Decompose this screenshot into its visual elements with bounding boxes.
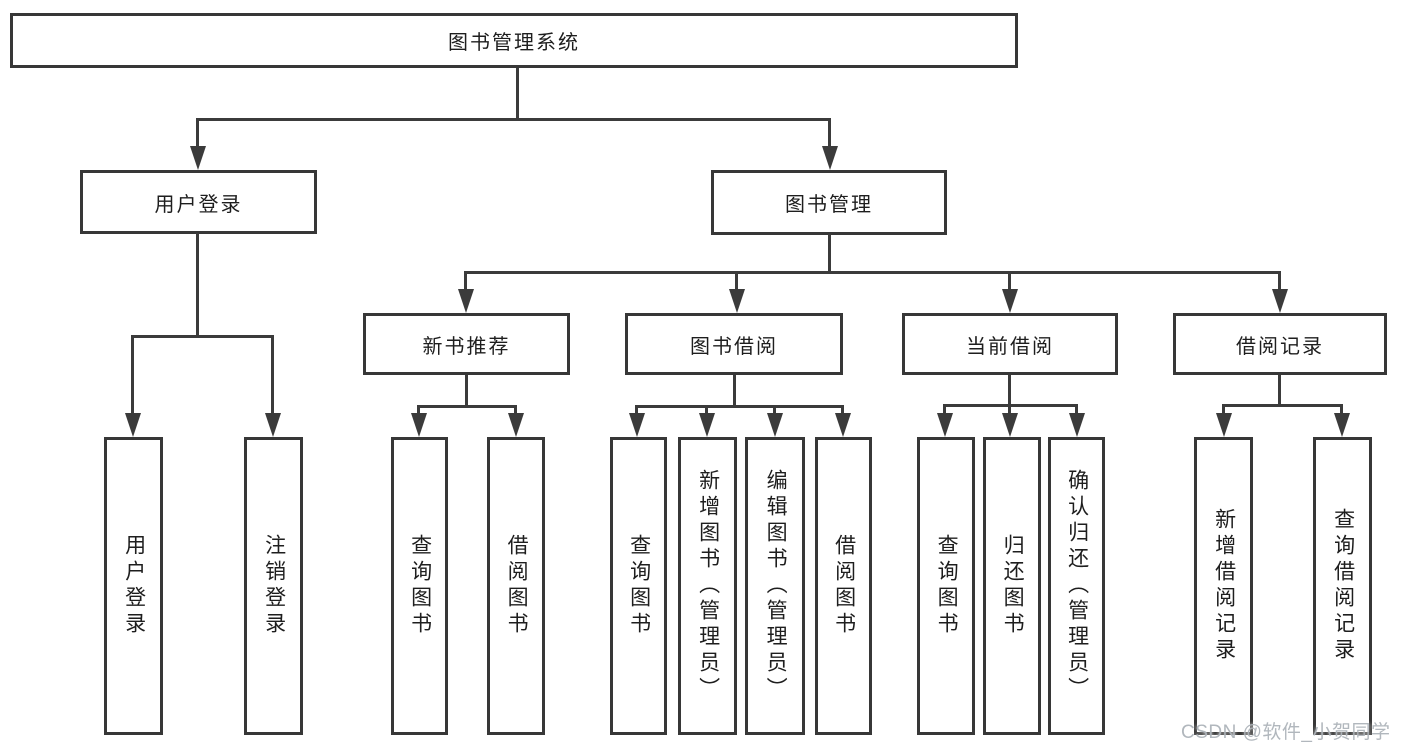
arrowhead-down (1002, 413, 1018, 437)
connector-shaft (417, 405, 420, 417)
connector-shaft (1222, 404, 1225, 417)
leaf-add-book-admin: 新增图书（管理员） (678, 437, 737, 735)
node-book-management: 图书管理 (711, 170, 947, 235)
node-user-login: 用户登录 (80, 170, 317, 234)
leaf-borrow-books-label: 借阅图书 (832, 534, 856, 638)
leaf-return-books: 归还图书 (983, 437, 1041, 735)
connector-records-bar (1222, 404, 1343, 407)
arrowhead-down (1272, 289, 1288, 313)
node-borrow-records: 借阅记录 (1173, 313, 1387, 375)
leaf-confirm-return-admin-label: 确认归还（管理员） (1065, 469, 1089, 703)
leaf-query-books-borrow-label: 查询图书 (627, 534, 651, 638)
connector-shaft (828, 118, 831, 148)
node-new-book-recommend-label: 新书推荐 (422, 335, 511, 358)
connector-recommend-stem (465, 375, 468, 408)
connector-shaft (1075, 404, 1078, 417)
connector-shaft (514, 405, 517, 417)
leaf-borrow-books: 借阅图书 (815, 437, 872, 735)
connector-shaft (1008, 271, 1011, 291)
leaf-confirm-return-admin: 确认归还（管理员） (1048, 437, 1105, 735)
arrowhead-down (1216, 413, 1232, 437)
leaf-edit-book-admin: 编辑图书（管理员） (745, 437, 805, 735)
connector-bookmgmt-stem (828, 234, 831, 274)
leaf-query-borrow-record-label: 查询借阅记录 (1331, 508, 1355, 664)
connector-userlogin-stem (196, 233, 199, 335)
leaf-query-books-current: 查询图书 (917, 437, 975, 735)
connector-shaft (841, 405, 844, 417)
node-book-management-label: 图书管理 (785, 194, 873, 216)
leaf-query-books-current-label: 查询图书 (935, 534, 959, 638)
node-book-borrow: 图书借阅 (625, 313, 843, 375)
connector-root-stem (516, 68, 519, 120)
node-new-book-recommend: 新书推荐 (363, 313, 570, 375)
arrowhead-down (508, 413, 524, 437)
connector-shaft (271, 335, 274, 415)
leaf-logout-label: 注销登录 (262, 534, 286, 638)
leaf-query-books-recommend: 查询图书 (391, 437, 448, 735)
leaf-query-books-recommend-label: 查询图书 (408, 534, 432, 638)
connector-borrow-bar (635, 405, 844, 408)
node-root-label: 图书管理系统 (448, 32, 580, 54)
connector-bookmgmt-bar (464, 271, 1281, 274)
connector-userlogin-bar (131, 335, 274, 338)
connector-shaft (1340, 404, 1343, 417)
connector-borrow-stem (733, 375, 736, 408)
arrowhead-down (458, 289, 474, 313)
leaf-add-borrow-record-label: 新增借阅记录 (1212, 508, 1236, 664)
connector-shaft (464, 271, 467, 291)
connector-shaft (635, 405, 638, 417)
node-book-borrow-label: 图书借阅 (690, 335, 778, 358)
connector-current-stem (1008, 375, 1011, 407)
arrowhead-down (822, 146, 838, 170)
arrowhead-down (699, 413, 715, 437)
connector-shaft (705, 405, 708, 417)
arrowhead-down (125, 413, 141, 437)
arrowhead-down (1069, 413, 1085, 437)
arrowhead-down (629, 413, 645, 437)
leaf-return-books-label: 归还图书 (1001, 534, 1025, 638)
arrowhead-down (835, 413, 851, 437)
leaf-add-book-admin-label: 新增图书（管理员） (696, 469, 720, 703)
arrowhead-down (1002, 289, 1018, 313)
node-current-borrow: 当前借阅 (902, 313, 1118, 375)
node-user-login-label: 用户登录 (154, 193, 243, 216)
leaf-user-login-label: 用户登录 (122, 534, 146, 638)
leaf-borrow-books-recommend-label: 借阅图书 (505, 534, 529, 638)
connector-records-stem (1278, 375, 1281, 407)
node-current-borrow-label: 当前借阅 (966, 335, 1054, 358)
arrowhead-down (937, 413, 953, 437)
connector-shaft (131, 335, 134, 415)
node-root: 图书管理系统 (10, 13, 1018, 68)
connector-shaft (1278, 271, 1281, 291)
leaf-logout: 注销登录 (244, 437, 303, 735)
connector-recommend-bar (417, 405, 517, 408)
connector-shaft (1008, 404, 1011, 417)
watermark: CSDN @软件_小贺同学 (1181, 722, 1391, 743)
connector-shaft (943, 404, 946, 417)
arrowhead-down (729, 289, 745, 313)
arrowhead-down (190, 146, 206, 170)
arrowhead-down (411, 413, 427, 437)
leaf-edit-book-admin-label: 编辑图书（管理员） (764, 469, 788, 703)
arrowhead-down (767, 413, 783, 437)
connector-root-bar (196, 118, 831, 121)
leaf-query-borrow-record: 查询借阅记录 (1313, 437, 1372, 735)
arrowhead-down (1334, 413, 1350, 437)
node-borrow-records-label: 借阅记录 (1236, 335, 1324, 358)
connector-shaft (773, 405, 776, 417)
leaf-user-login: 用户登录 (104, 437, 163, 735)
connector-shaft (196, 118, 199, 148)
leaf-query-books-borrow: 查询图书 (610, 437, 667, 735)
arrowhead-down (265, 413, 281, 437)
leaf-borrow-books-recommend: 借阅图书 (487, 437, 545, 735)
leaf-add-borrow-record: 新增借阅记录 (1194, 437, 1253, 735)
connector-shaft (735, 271, 738, 291)
